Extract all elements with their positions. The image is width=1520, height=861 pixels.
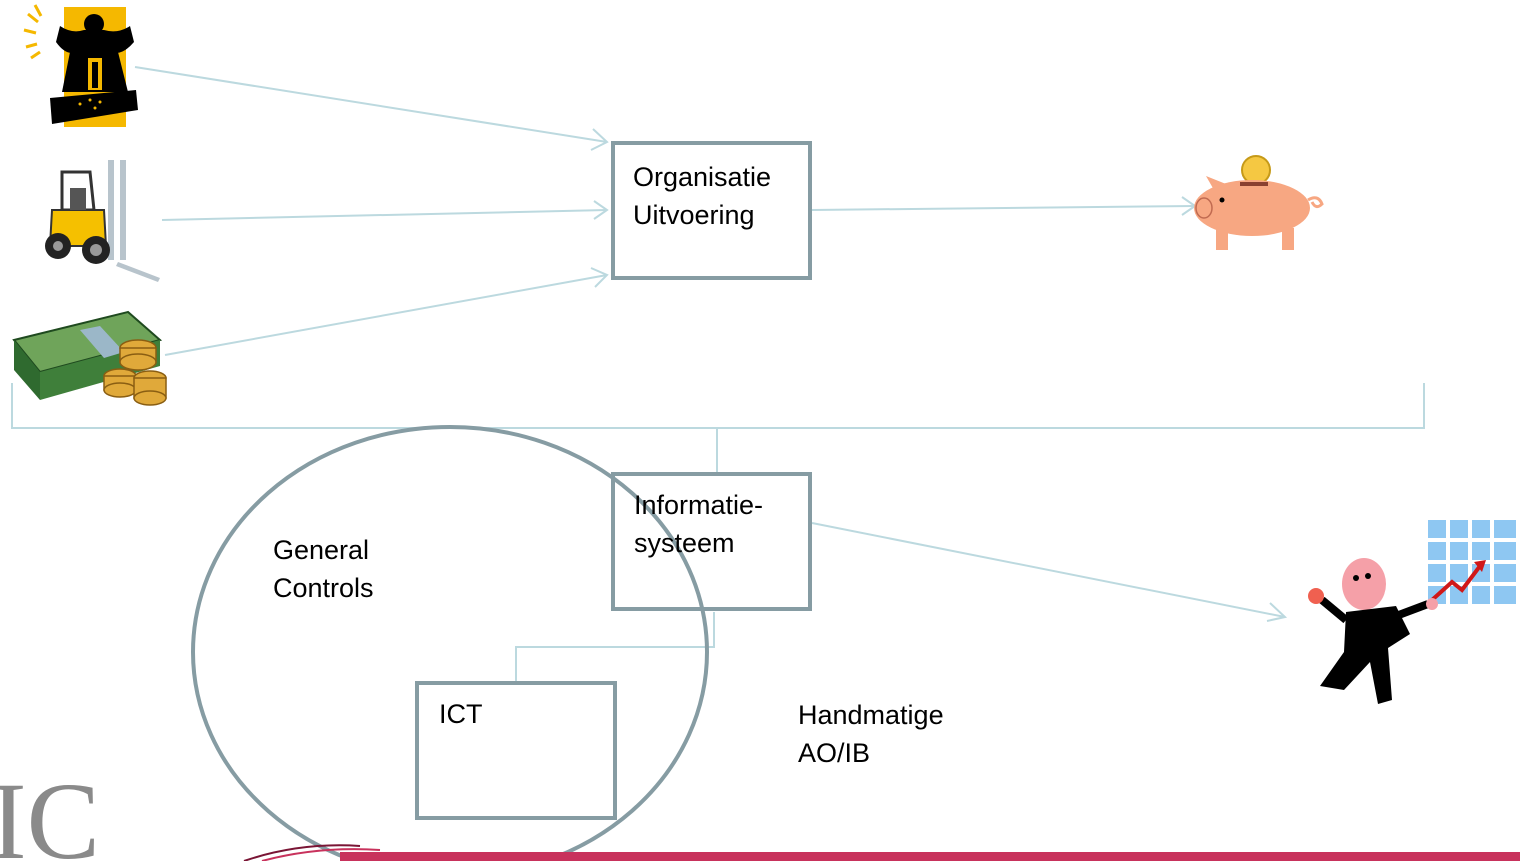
bracket-line: [11, 383, 1425, 429]
connector-money-to-organisatie: [164, 274, 608, 356]
forklift-icon: [45, 160, 160, 282]
handmatige-label-line2: AO/IB: [798, 738, 871, 768]
organisatie-label-line2: Uitvoering: [633, 200, 755, 230]
informatiesysteem-label-line2: systeem: [634, 528, 735, 558]
arrowhead: [590, 267, 609, 288]
footer-bar: [243, 844, 1520, 861]
arrowhead: [1266, 602, 1288, 622]
arrowhead: [590, 128, 609, 151]
logo-text: IC: [0, 760, 100, 861]
organisatie-label-line1: Organisatie: [633, 162, 772, 192]
arrowhead: [593, 200, 609, 220]
general-controls-label-line1: General: [273, 535, 370, 565]
connector-organisatie-to-piggybank: [811, 205, 1196, 211]
piggy-bank-icon: [1194, 155, 1324, 250]
general-controls-ellipse: [191, 425, 709, 861]
connectors: [11, 66, 1425, 682]
ict-box: ICT: [415, 681, 617, 820]
organisatie-box: Organisatie Uitvoering: [611, 141, 812, 280]
logo: IC: [0, 760, 100, 861]
general-controls-label-line2: Controls: [273, 573, 374, 603]
worker-jackhammer-icon: [23, 4, 138, 127]
connector-worker-to-organisatie: [134, 66, 608, 143]
handmatige-label-line1: Handmatige: [798, 700, 944, 730]
informatiesysteem-box: Informatie- systeem: [611, 472, 812, 611]
connector-forklift-to-organisatie: [161, 209, 608, 221]
presenter-chart-icon: [1308, 520, 1516, 704]
informatiesysteem-label-line1: Informatie-: [634, 490, 764, 520]
ict-label: ICT: [439, 699, 483, 729]
connector-informatiesysteem-to-ict: [515, 612, 715, 682]
money-stack-icon: [12, 310, 167, 406]
connector-informatiesysteem-to-report: [811, 522, 1286, 618]
